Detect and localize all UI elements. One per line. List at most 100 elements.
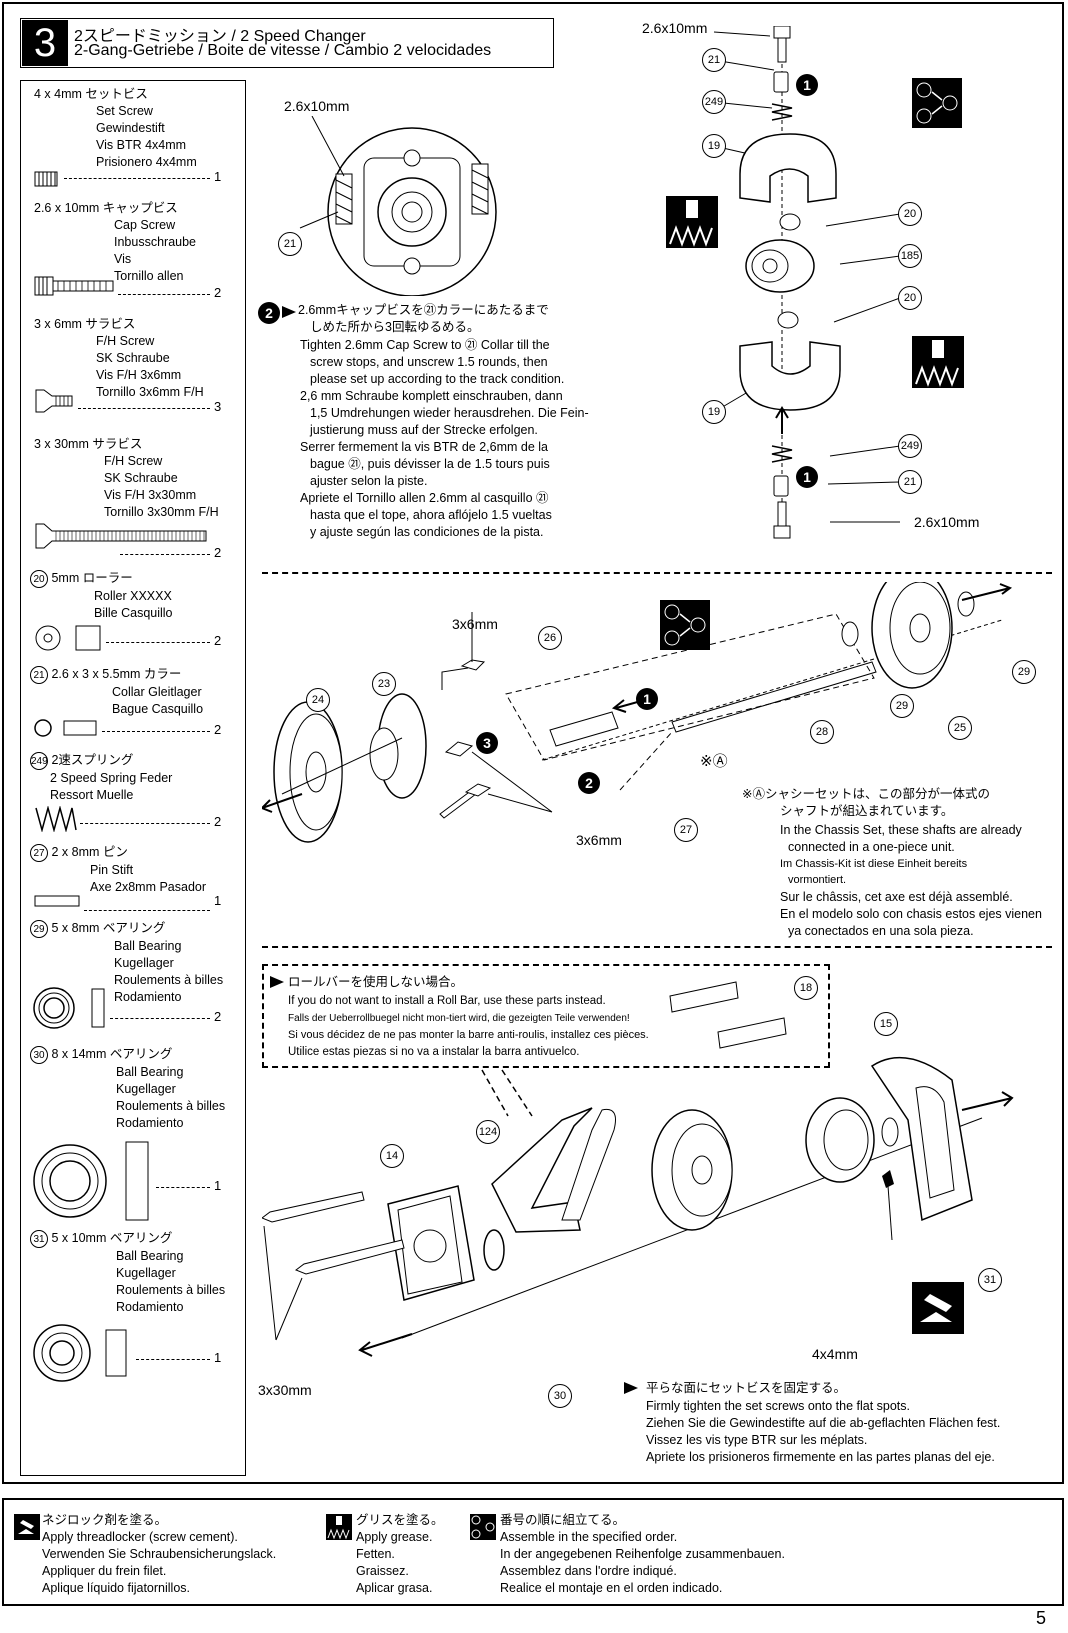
instr-line: hasta que el tope, ahora aflójelo 1.5 vu… bbox=[310, 508, 552, 522]
instr-line: please set up according to the track con… bbox=[310, 372, 565, 386]
parts-list bbox=[20, 80, 246, 1476]
part-name-es: Rodamiento bbox=[116, 1116, 184, 1130]
part-number-badge: 21 bbox=[30, 666, 48, 684]
part-name-fr: Roulements à billes bbox=[116, 1283, 226, 1297]
legend-line: Assemblez dans l'ordre indiqué. bbox=[500, 1564, 677, 1578]
part-name-de: SK Schraube bbox=[104, 471, 178, 485]
assembly-order-icon bbox=[660, 600, 710, 650]
grease-icon bbox=[326, 1514, 352, 1540]
note-line: connected in a one-piece unit. bbox=[788, 840, 955, 854]
callout-14: 14 bbox=[380, 1144, 404, 1168]
callout-31: 31 bbox=[978, 1268, 1002, 1292]
instr-line: 2.6mmキャップビスを㉑カラーにあたるまで bbox=[298, 303, 549, 317]
part-name-en: Ball Bearing bbox=[114, 939, 182, 953]
part-qty: 2 bbox=[214, 1009, 222, 1024]
part-entry: 30 8 x 14mm ベアリング Ball Bearing Kugellage… bbox=[30, 1046, 225, 1132]
part-name-fr: Roulements à billes bbox=[116, 1099, 226, 1113]
instr-line: justierung muss auf der Strecke erfolgen… bbox=[310, 423, 538, 437]
callout-25: 25 bbox=[948, 716, 972, 740]
spring-icon bbox=[35, 806, 77, 832]
legend-threadlocker: ネジロック剤を塗る。 Apply threadlocker (screw cem… bbox=[42, 1512, 276, 1597]
rollbar-line: Si vous décidez de ne pas monter la barr… bbox=[288, 1029, 649, 1041]
callout-20: 20 bbox=[898, 286, 922, 310]
rollbar-line: Utilice estas piezas si no va a instalar… bbox=[288, 1046, 580, 1058]
part-name-fr: Vis bbox=[114, 252, 132, 266]
section-divider bbox=[262, 946, 1052, 948]
legend-line: Apply grease. bbox=[356, 1530, 433, 1544]
part-number-badge: 31 bbox=[30, 1230, 48, 1248]
instr-line: しめた所から3回転ゆるめる。 bbox=[310, 320, 480, 334]
callout-18: 18 bbox=[794, 976, 818, 1000]
divider bbox=[102, 731, 210, 732]
instr-line: Tighten 2.6mm Cap Screw to ㉑ Collar till… bbox=[300, 338, 550, 352]
divider bbox=[110, 1018, 210, 1019]
callout-124: 124 bbox=[476, 1120, 500, 1144]
part-name-fr: Vis F/H 3x30mm bbox=[104, 488, 197, 502]
part-number-badge: 27 bbox=[30, 844, 48, 862]
part-name-es: Prisionero 4x4mm bbox=[96, 155, 197, 169]
legend-line: Apply threadlocker (screw cement). bbox=[42, 1530, 238, 1544]
legend-line: グリスを塗る。 bbox=[356, 1513, 444, 1527]
part-title: 3 x 30mm サラビス bbox=[34, 437, 143, 451]
part-name-en: F/H Screw bbox=[104, 454, 163, 468]
instr-line: bague ㉑, puis dévisser la de 1.5 tours p… bbox=[310, 457, 550, 471]
set-screw-icon bbox=[34, 171, 58, 187]
part-title: 2.6 x 3 x 5.5mm カラー bbox=[51, 667, 182, 681]
flat-line: Ziehen Sie die Gewindestifte auf die ab-… bbox=[646, 1416, 1001, 1430]
rollbar-line: Falls der Ueberrollbuegel nicht mon-tier… bbox=[288, 1013, 630, 1024]
part-title: 5 x 8mm ベアリング bbox=[51, 921, 166, 935]
callout-19: 19 bbox=[702, 134, 726, 158]
part-entry: 4 x 4mm セットビス Set Screw Gewindestift Vis… bbox=[34, 86, 197, 171]
part-qty: 2 bbox=[214, 633, 222, 648]
callout-19: 19 bbox=[702, 400, 726, 424]
speed-changer-exploded-diagram bbox=[713, 26, 901, 539]
part-name-en: Set Screw bbox=[96, 104, 153, 118]
chassis-exploded-diagram bbox=[262, 981, 1014, 1357]
arrow-right-icon bbox=[270, 976, 284, 988]
divider bbox=[118, 294, 210, 295]
part-name-de: Kugellager bbox=[114, 956, 174, 970]
main-frame bbox=[2, 2, 1064, 1484]
callout-29: 29 bbox=[1012, 660, 1036, 684]
part-qty: 2 bbox=[214, 814, 222, 829]
divider bbox=[84, 910, 210, 911]
note-line: Im Chassis-Kit ist diese Einheit bereits bbox=[780, 858, 968, 870]
step-title-line1: 2スピードミッション / 2 Speed Changer bbox=[74, 28, 366, 45]
callout-21: 21 bbox=[278, 232, 302, 256]
part-name-fr: Axe 2x8mm Pasador bbox=[90, 880, 207, 894]
divider bbox=[136, 1359, 210, 1360]
part-qty: 2 bbox=[214, 285, 222, 300]
grease-icon bbox=[666, 196, 718, 248]
part-qty: 2 bbox=[214, 722, 222, 737]
part-name-de: Kugellager bbox=[116, 1082, 176, 1096]
divider bbox=[156, 1187, 210, 1188]
instr-line: 1,5 Umdrehungen wieder herausdrehen. Die… bbox=[310, 406, 589, 420]
step-title-line2: 2-Gang-Getriebe / Boite de vitesse / Cam… bbox=[74, 42, 492, 59]
callout-26: 26 bbox=[538, 626, 562, 650]
part-qty: 2 bbox=[214, 545, 222, 560]
part-title: 2.6 x 10mm キャップビス bbox=[34, 201, 178, 215]
part-name-es: Tornillo 3x30mm F/H bbox=[104, 505, 219, 519]
part-name-en: Roller XXXXX bbox=[94, 589, 172, 603]
note-line: En el modelo solo con chasis estos ejes … bbox=[780, 907, 1042, 921]
bearing-icon bbox=[33, 987, 105, 1029]
instr-line: screw stops, and unscrew 1.5 rounds, the… bbox=[310, 355, 548, 369]
step-marker-3: 3 bbox=[476, 732, 498, 754]
rollbar-note-box bbox=[262, 964, 830, 1068]
arrow-right-icon bbox=[282, 306, 296, 318]
assembly-order-icon bbox=[470, 1514, 496, 1540]
part-qty: 3 bbox=[214, 399, 222, 414]
part-name-en: Cap Screw bbox=[114, 218, 176, 232]
rollbar-line: If you do not want to install a Roll Bar… bbox=[288, 995, 606, 1007]
callout-27: 27 bbox=[674, 818, 698, 842]
part-name-es: Rodamiento bbox=[116, 1300, 184, 1314]
note-line: vormontiert. bbox=[788, 874, 847, 886]
note-line: シャフトが組込まれています。 bbox=[780, 804, 954, 818]
step-marker-1: 1 bbox=[636, 688, 658, 710]
legend-line: Verwenden Sie Schraubensicherungslack. bbox=[42, 1547, 277, 1561]
part-name-fr: Vis BTR 4x4mm bbox=[96, 138, 187, 152]
note-line: In the Chassis Set, these shafts are alr… bbox=[780, 823, 1022, 837]
roller-icon bbox=[35, 625, 101, 651]
flat-line: Vissez les vis type BTR sur les méplats. bbox=[646, 1433, 868, 1447]
part-title: 8 x 14mm ベアリング bbox=[51, 1047, 173, 1061]
